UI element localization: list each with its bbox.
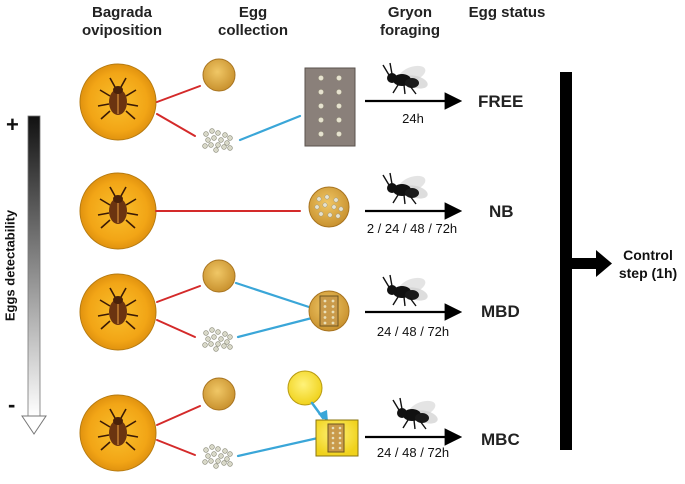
bagrada-bug-icon [97, 408, 139, 451]
time-mbd: 24 / 48 / 72h [376, 324, 450, 339]
status-mbd: MBD [481, 302, 520, 321]
header-foraging: Gryon foraging [380, 4, 440, 39]
header-collection: Egg collection [217, 4, 288, 39]
bagrada-bug-icon [97, 186, 139, 229]
bagrada-bug-icon [97, 77, 139, 120]
link-oviposition-to-disc [156, 85, 201, 103]
gryon-wasp-icon [382, 274, 428, 307]
gryon-wasp-icon [382, 62, 428, 95]
header-oviposition: Bagrada oviposition [82, 4, 162, 39]
egg-cluster-icon [202, 128, 233, 153]
control-arrow-shaft [572, 258, 598, 269]
link-oviposition-to-eggs [156, 319, 196, 338]
bagrada-bug-icon [97, 287, 139, 330]
mbc-blue-arrow-head [318, 410, 328, 422]
status-mbc: MBC [481, 430, 520, 449]
egg-cluster-icon [202, 327, 233, 352]
egg-card-free [304, 67, 356, 147]
time-nb: 2 / 24 / 48 / 72h [366, 221, 458, 236]
detectability-gradient-bar [27, 115, 41, 417]
mbd-card [319, 295, 339, 327]
link-eggs-to-mbc [236, 436, 320, 458]
axis-plus-sign: + [6, 112, 19, 137]
time-free: 24h [402, 111, 424, 126]
control-step-label: Control step (1h) [618, 247, 678, 281]
header-status: Egg status [468, 4, 546, 21]
gryon-wasp-icon [382, 172, 428, 205]
link-eggs-to-board [238, 114, 302, 142]
control-arrow-head [596, 250, 612, 277]
collection-disc-1 [202, 259, 236, 293]
collection-disc-2 [202, 377, 236, 411]
time-mbc: 24 / 48 / 72h [376, 445, 450, 460]
link-oviposition-to-eggs [156, 439, 196, 456]
link-eggs-to-mbd [236, 316, 314, 339]
mbc-cover-disc [287, 370, 323, 406]
axis-minus-sign: - [8, 392, 16, 417]
status-nb: NB [489, 202, 514, 221]
link-disc-to-mbd [234, 281, 314, 310]
control-bar [560, 72, 572, 450]
link-oviposition-to-eggs [156, 113, 196, 137]
status-free: FREE [478, 92, 524, 111]
mbc-card [327, 423, 345, 453]
gryon-wasp-icon [392, 397, 438, 430]
egg-cluster-icon [202, 444, 233, 469]
link-oviposition-to-disc [156, 405, 201, 426]
collection-disc-0 [202, 58, 236, 92]
link-oviposition-to-disc [156, 285, 201, 303]
axis-label: Eggs detectability [2, 209, 18, 322]
detectability-arrow-head [21, 415, 47, 435]
